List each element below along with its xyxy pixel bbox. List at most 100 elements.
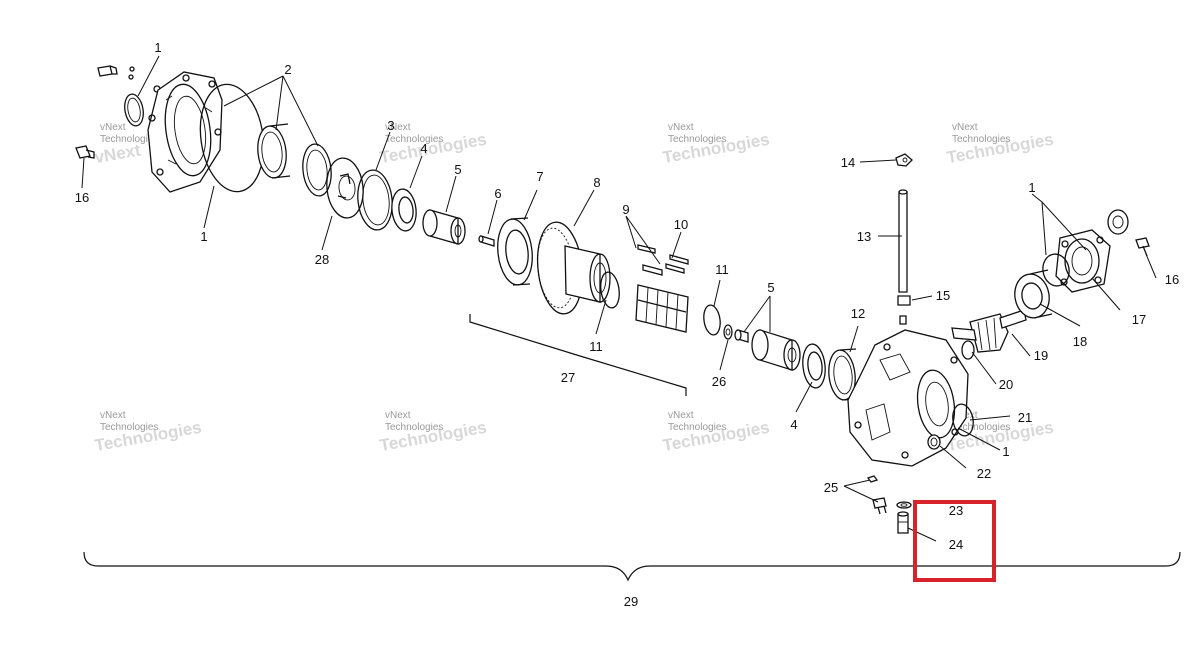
svg-text:vNext: vNext bbox=[668, 410, 694, 421]
watermark: vNext vNext Technologies bbox=[93, 122, 158, 167]
svg-text:Technologies: Technologies bbox=[668, 134, 726, 145]
svg-text:vNext: vNext bbox=[952, 122, 978, 133]
callout-10: 10 bbox=[674, 217, 688, 232]
pinion-gear-19 bbox=[951, 309, 1027, 353]
bracket-27 bbox=[469, 314, 687, 396]
svg-text:Technologies: Technologies bbox=[952, 422, 1010, 433]
callout-16: 16 bbox=[75, 190, 89, 205]
watermark: Technologies vNext Technologies bbox=[661, 410, 771, 455]
svg-text:vNext: vNext bbox=[100, 122, 126, 133]
callout-27: 27 bbox=[561, 370, 575, 385]
callout-1: 1 bbox=[1028, 180, 1035, 195]
seal-21 bbox=[952, 403, 974, 437]
callout-14: 14 bbox=[841, 155, 855, 170]
sprag-clutch-cage bbox=[635, 284, 689, 333]
cap-15 bbox=[897, 295, 911, 325]
callout-11: 11 bbox=[589, 339, 603, 354]
svg-text:Technologies: Technologies bbox=[385, 422, 443, 433]
washer-23 bbox=[896, 501, 912, 509]
bearing-race-2b bbox=[302, 143, 332, 197]
bearing-4-right bbox=[802, 343, 826, 389]
watermark: Technologies vNext Technologies bbox=[378, 410, 488, 455]
svg-text:Technologies: Technologies bbox=[100, 134, 158, 145]
watermark: Technologies vNext Technologies bbox=[661, 122, 771, 167]
svg-text:Technologies: Technologies bbox=[100, 422, 158, 433]
callout-17: 17 bbox=[1132, 312, 1146, 327]
callout-1: 1 bbox=[200, 229, 207, 244]
callout-12: 12 bbox=[851, 306, 865, 321]
callout-16: 16 bbox=[1165, 272, 1179, 287]
svg-text:vNext: vNext bbox=[668, 122, 694, 133]
shim-3 bbox=[357, 169, 393, 231]
bolt-16-right bbox=[1135, 237, 1150, 257]
wing-nut-14 bbox=[895, 153, 913, 167]
callout-9: 9 bbox=[622, 202, 629, 217]
bearing-18 bbox=[1014, 269, 1053, 319]
bearing-race-2a bbox=[257, 123, 291, 179]
callout-26: 26 bbox=[712, 374, 726, 389]
bearing-7 bbox=[497, 217, 533, 286]
callout-1: 1 bbox=[154, 40, 161, 55]
svg-text:Technologies: Technologies bbox=[385, 134, 443, 145]
o-ring-right bbox=[1042, 253, 1070, 287]
bolt-16-left bbox=[75, 145, 95, 159]
washer-26 bbox=[723, 324, 733, 340]
callout-2: 2 bbox=[284, 62, 291, 77]
svg-text:Technologies: Technologies bbox=[952, 134, 1010, 145]
end-cover-housing bbox=[147, 71, 223, 193]
drain-bolt-25 bbox=[866, 475, 887, 515]
callout-7: 7 bbox=[536, 169, 543, 184]
output-cover-17 bbox=[1055, 229, 1111, 293]
callout-3: 3 bbox=[387, 118, 394, 133]
ring-gear-8 bbox=[536, 221, 611, 315]
callout-11: 11 bbox=[715, 262, 729, 277]
callout-20: 20 bbox=[999, 377, 1013, 392]
callout-19: 19 bbox=[1034, 348, 1048, 363]
callout-6: 6 bbox=[494, 186, 501, 201]
callout-15: 15 bbox=[936, 288, 950, 303]
callout-4: 4 bbox=[790, 417, 797, 432]
bearing-race-12 bbox=[828, 348, 859, 401]
callout-13: 13 bbox=[857, 229, 871, 244]
plug-22 bbox=[927, 434, 941, 450]
spacer-5-small bbox=[734, 329, 749, 343]
svg-text:vNext: vNext bbox=[385, 122, 411, 133]
bearing-4-left bbox=[391, 188, 417, 232]
pin-6 bbox=[478, 235, 495, 247]
callout-18: 18 bbox=[1073, 334, 1087, 349]
callout-25: 25 bbox=[824, 480, 838, 495]
snap-ring-11-right bbox=[703, 304, 721, 336]
svg-text:Technologies: Technologies bbox=[668, 422, 726, 433]
leader-lines bbox=[81, 55, 1157, 542]
svg-text:vNext: vNext bbox=[385, 410, 411, 421]
callout-1: 1 bbox=[1002, 444, 1009, 459]
callout-4: 4 bbox=[420, 141, 427, 156]
spacer-5-right bbox=[751, 329, 801, 371]
highlight-box-23-24 bbox=[913, 500, 996, 582]
roller-pins-9-10 bbox=[637, 244, 689, 276]
callout-21: 21 bbox=[1018, 410, 1032, 425]
spacer-5-left bbox=[422, 209, 466, 245]
watermark: Technologies vNext Technologies bbox=[93, 410, 203, 455]
thrust-washer-28 bbox=[326, 157, 364, 219]
shift-shaft-13 bbox=[898, 189, 908, 293]
main-gearcase-housing bbox=[847, 329, 969, 467]
bracket-29 bbox=[83, 551, 1181, 582]
svg-text:vNext: vNext bbox=[100, 410, 126, 421]
callout-22: 22 bbox=[977, 466, 991, 481]
bolt-small-upper-left bbox=[97, 65, 135, 80]
callout-29: 29 bbox=[624, 594, 638, 609]
callout-24: 24 bbox=[949, 537, 963, 552]
callouts: 1 2 16 1 28 3 4 5 6 7 8 9 10 11 11 27 5 … bbox=[75, 40, 1179, 609]
callout-5: 5 bbox=[454, 162, 461, 177]
bolt-24 bbox=[897, 511, 909, 534]
callout-8: 8 bbox=[593, 175, 600, 190]
snap-ring-11-left bbox=[600, 271, 620, 309]
seal-1-right bbox=[1107, 209, 1129, 235]
callout-5: 5 bbox=[767, 280, 774, 295]
callout-28: 28 bbox=[315, 252, 329, 267]
watermark: Technologies vNext Technologies bbox=[945, 122, 1055, 167]
seal-20 bbox=[961, 340, 975, 360]
callout-23: 23 bbox=[949, 503, 963, 518]
